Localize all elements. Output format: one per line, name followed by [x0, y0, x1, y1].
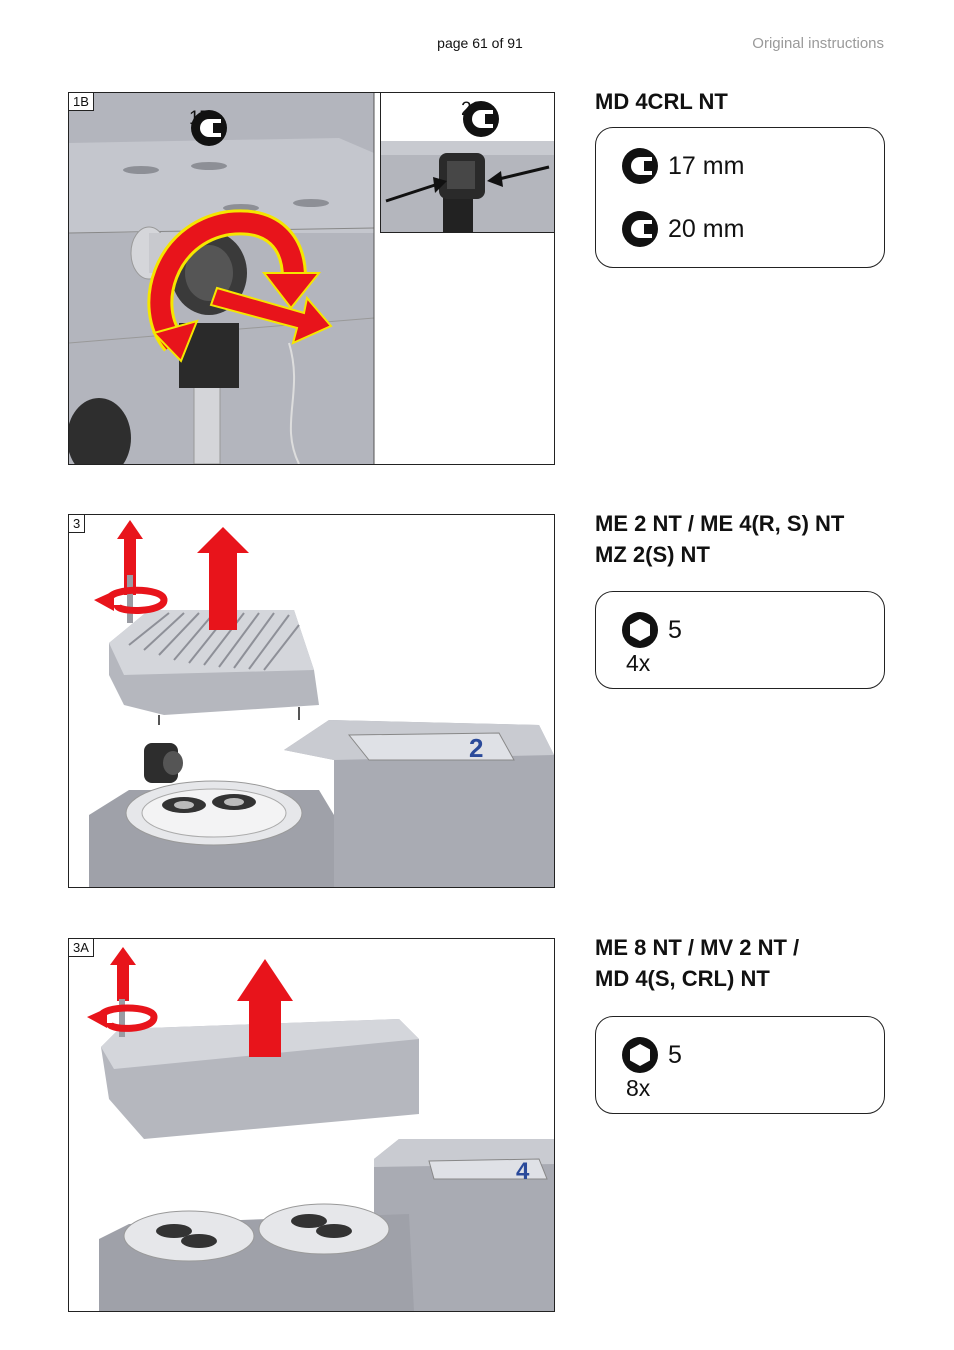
open-end-wrench-icon	[463, 101, 499, 137]
figure-1b-illustration	[69, 93, 375, 464]
document-type-label: Original instructions	[752, 35, 884, 52]
pump-size-badge: 2	[469, 733, 483, 763]
tool-box-md4crl: 17 mm 20 mm	[595, 127, 885, 268]
figure-1b-inset-illustration	[381, 141, 554, 232]
tool-row: 20 mm	[620, 209, 744, 249]
heading-line: MD 4(S, CRL) NT	[595, 966, 770, 991]
hex-key-icon	[622, 1037, 658, 1073]
open-end-wrench-icon	[191, 110, 227, 146]
tool-size: 17 mm	[668, 151, 745, 180]
figure-label: 3	[69, 515, 86, 533]
heading-line: ME 2 NT / ME 4(R, S) NT	[595, 511, 845, 536]
heading-line: MD 4CRL NT	[595, 89, 728, 114]
figure-label: 3A	[69, 939, 94, 957]
screw-count: 8x	[626, 1075, 651, 1101]
tool-size: 5	[668, 615, 682, 644]
open-end-wrench-icon	[622, 148, 658, 184]
figure-3: 3 2	[68, 514, 555, 888]
open-end-wrench-icon	[622, 211, 658, 247]
page-number: page 61 of 91	[437, 35, 523, 51]
tool-box-me2: 5 4x	[595, 591, 885, 689]
tool-box-me8: 5 8x	[595, 1016, 885, 1114]
tool-row: 5	[620, 610, 682, 650]
tool-size: 5	[668, 1040, 682, 1069]
figure-1b-inset: 20	[380, 92, 555, 233]
figure-label: 1B	[69, 93, 94, 111]
pump-size-badge: 4	[516, 1158, 530, 1185]
section-heading-me2: ME 2 NT / ME 4(R, S) NT MZ 2(S) NT	[595, 508, 844, 570]
heading-line: MZ 2(S) NT	[595, 542, 710, 567]
figure-3a: 3A 4	[68, 938, 555, 1312]
screw-count: 4x	[626, 650, 651, 676]
figure-3-illustration: 2	[89, 520, 554, 887]
hex-key-icon	[622, 612, 658, 648]
section-heading-me8: ME 8 NT / MV 2 NT / MD 4(S, CRL) NT	[595, 932, 799, 994]
heading-line: ME 8 NT / MV 2 NT /	[595, 935, 800, 960]
figure-3a-illustration: 4	[87, 947, 554, 1311]
wrench-callout-20: 20	[461, 99, 499, 137]
tool-size: 20 mm	[668, 214, 745, 243]
section-heading-md4crl: MD 4CRL NT	[595, 86, 728, 117]
tool-row: 5	[620, 1035, 682, 1075]
wrench-callout-17: 17	[189, 108, 227, 146]
tool-row: 17 mm	[620, 146, 744, 186]
